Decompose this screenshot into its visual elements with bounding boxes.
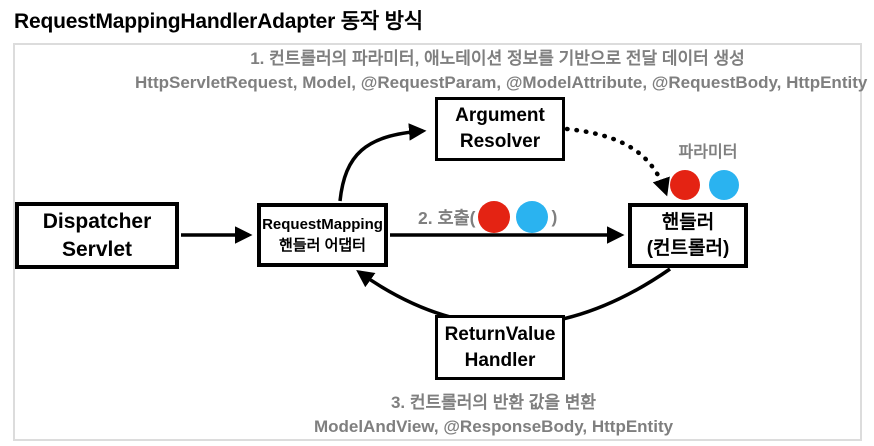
parameter-label: 파라미터 bbox=[678, 144, 738, 161]
box-dispatcher-servlet: Dispatcher Servlet bbox=[15, 202, 179, 269]
box-argument-resolver: Argument Resolver bbox=[435, 97, 565, 161]
box-return-value-handler: ReturnValue Handler bbox=[435, 315, 565, 380]
parameter-dot-blue bbox=[709, 170, 739, 200]
step1-line1: 1. 컨트롤러의 파라미터, 애노테이션 정보를 기반으로 전달 데이터 생성 bbox=[250, 49, 745, 68]
return-value-handler-line2: Handler bbox=[464, 349, 536, 371]
handler-line2: (컨트롤러) bbox=[646, 237, 730, 259]
parameter-dot-red bbox=[670, 170, 700, 200]
dispatcher-servlet-line1: Dispatcher bbox=[42, 210, 152, 234]
box-handler-controller: 핸들러 (컨트롤러) bbox=[628, 203, 748, 268]
argument-resolver-line2: Resolver bbox=[459, 131, 541, 152]
call-dot-blue bbox=[516, 201, 549, 233]
step3-line2: ModelAndView, @ResponseBody, HttpEntity bbox=[313, 417, 674, 436]
call-label-prefix: 2. 호출( bbox=[418, 207, 476, 228]
step3-caption: 3. 컨트롤러의 반환 값을 변환 ModelAndView, @Respons… bbox=[15, 391, 860, 439]
page-title: RequestMappingHandlerAdapter 동작 방식 bbox=[14, 10, 423, 33]
call-label-suffix: ) bbox=[551, 206, 558, 227]
arrow-argument-resolver-to-handler-dotted bbox=[564, 126, 670, 197]
argument-resolver-line1: Argument bbox=[455, 105, 545, 127]
handler-line1: 핸들러 bbox=[661, 211, 715, 233]
step1-caption: 1. 컨트롤러의 파라미터, 애노테이션 정보를 기반으로 전달 데이터 생성 … bbox=[15, 47, 868, 95]
return-value-handler-line1: ReturnValue bbox=[444, 323, 556, 345]
call-label: 2. 호출( ) bbox=[418, 199, 557, 235]
step3-line1: 3. 컨트롤러의 반환 값을 변환 bbox=[390, 393, 597, 412]
arrow-adapter-to-argument-resolver bbox=[338, 123, 427, 202]
step1-line2: HttpServletRequest, Model, @RequestParam… bbox=[135, 73, 868, 92]
dispatcher-servlet-line2: Servlet bbox=[61, 237, 133, 261]
diagram-canvas: 1. 컨트롤러의 파라미터, 애노테이션 정보를 기반으로 전달 데이터 생성 … bbox=[13, 43, 868, 441]
request-mapping-adapter-line1: RequestMapping bbox=[262, 216, 383, 233]
request-mapping-adapter-line2: 핸들러 어댑터 bbox=[279, 237, 366, 254]
call-dot-red bbox=[478, 201, 511, 233]
box-request-mapping-adapter: RequestMapping 핸들러 어댑터 bbox=[257, 203, 388, 267]
